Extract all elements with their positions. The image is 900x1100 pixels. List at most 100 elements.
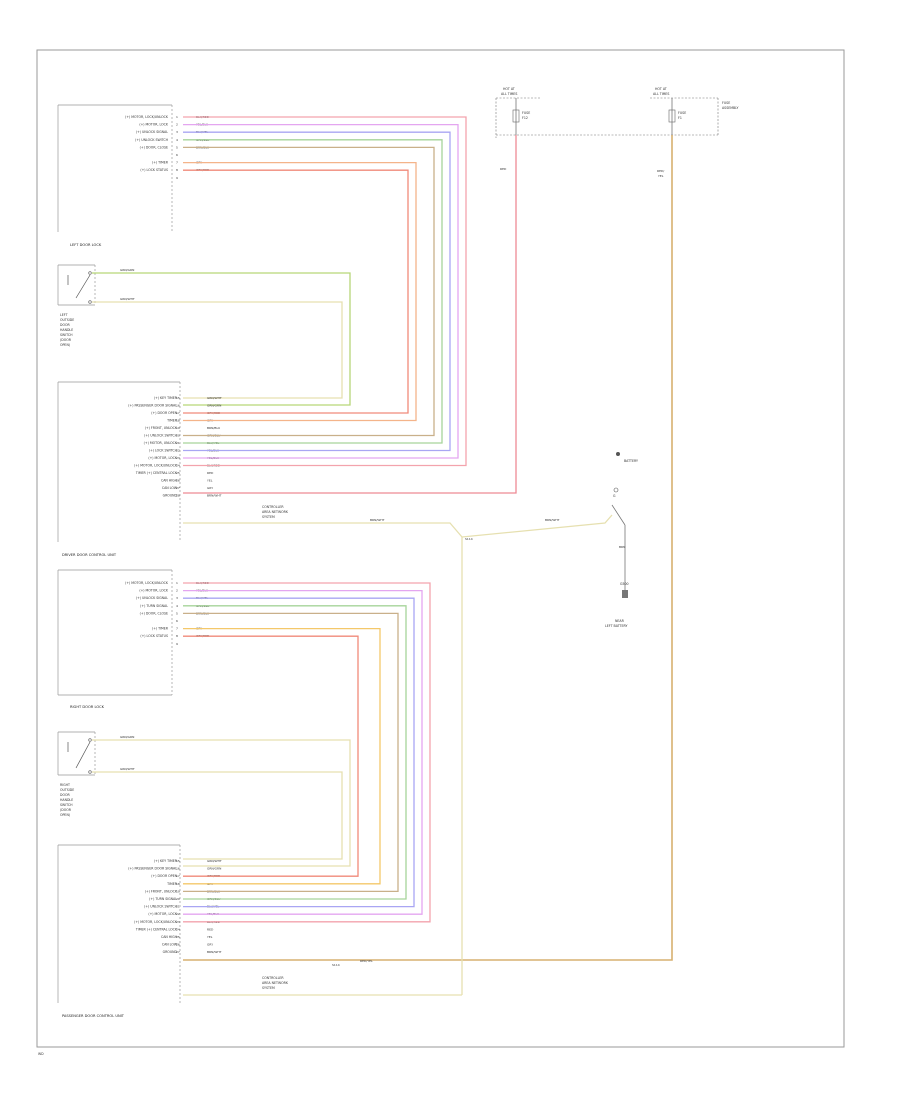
left-switch-label-line: LEFT (60, 313, 68, 317)
driver-unit-pin-number: 28 (176, 494, 180, 498)
right-lock-pin-number: 9 (176, 642, 178, 646)
driver-unit-pin-number: 16 (176, 404, 180, 408)
passenger-unit-pin-number: 24 (176, 927, 180, 931)
right-lock-pin-number: 4 (176, 604, 178, 608)
driver-unit-pin-label: GROUND (163, 494, 178, 498)
driver-unit-pin-number: 17 (176, 411, 180, 415)
driver-unit-pin-number: 21 (176, 441, 180, 445)
passenger-unit-pin-label: GROUND (163, 950, 178, 954)
left-switch-label-line: DOOR (60, 323, 70, 327)
driver-unit-wire-color: YEL (207, 479, 213, 483)
fuse-right-num: F1 (678, 116, 682, 120)
left-lock-pin-number: 6 (176, 153, 178, 157)
right-bus-wire (183, 582, 431, 923)
driver-can-note-1: CONTROLLER (262, 505, 284, 509)
driver-unit-pin-number: 22 (176, 449, 180, 453)
driver-unit-pin-number: 26 (176, 479, 180, 483)
driver-unit-pin-label: (+) DOOR OPEN (151, 411, 177, 415)
left-lock-pin-label: (+) MOTOR, LOCK (139, 123, 169, 127)
left-lock-pin-label: (+) TIMER (152, 161, 169, 165)
right-lock-pin-label: (+) MOTOR, LOCK (139, 589, 169, 593)
left-switch-wire-2-label: GRN/WHT (120, 297, 135, 301)
right-lock-wire-bus (183, 582, 431, 923)
battery-label: BATTERY (624, 459, 638, 463)
driver-unit-wire-color: GRN/GRN (207, 404, 221, 408)
driver-unit-pin-label: (+) KEY TIMER (154, 396, 178, 400)
right-lock-pin-number: 3 (176, 596, 178, 600)
driver-unit-pin-number: 15 (176, 396, 180, 400)
wire-redyel-fuse-right (183, 135, 673, 961)
passenger-unit-title: PASSENGER DOOR CONTROL UNIT (62, 1014, 125, 1018)
passenger-unit-pin-number: 18 (176, 882, 180, 886)
left-bus-wire (183, 169, 409, 414)
driver-splice: S114 (465, 537, 473, 541)
right-bus-wire (183, 605, 407, 900)
driver-unit-wire-color: BRN/BLU (207, 426, 220, 430)
right-bus-wire (183, 627, 381, 885)
driver-unit-pin-label: (+) MOTOR, UNLOCK (144, 441, 178, 445)
right-switch-wire-1 (92, 739, 351, 867)
right-bus-wire (183, 589, 423, 915)
right-bus-wire (183, 612, 399, 893)
driver-unit-pin-number: 20 (176, 434, 180, 438)
passenger-can-note-3: SYSTEM (262, 986, 275, 990)
right-switch-label-line: OUTSIDE (60, 788, 74, 792)
right-lock-pin-label: (+) DOOR, CLOSE (140, 611, 168, 615)
right-switch-label-line: HANDLE (60, 798, 73, 802)
left-lock-pin-number: 8 (176, 168, 178, 172)
passenger-unit-pin-label: TIMER (+) CENTRAL LOCK (135, 927, 178, 931)
right-lock-pin-label: (+) UNLOCK SIGNAL (136, 596, 168, 600)
right-switch-wire-2-label: GRN/WHT (120, 767, 135, 771)
right-bus-wire (183, 635, 359, 877)
right-bus-wire (183, 597, 415, 908)
driver-unit-pin-number: 19 (176, 426, 180, 430)
fuse-right-wire-2: YEL (658, 174, 664, 178)
driver-unit-pin-number: 18 (176, 419, 180, 423)
passenger-unit-pin-label: (+) UNLOCK SWITCH (144, 905, 177, 909)
left-switch-label-line: OPEN) (60, 343, 70, 347)
left-bus-wire (183, 131, 451, 452)
battery-ground-dot (616, 452, 620, 456)
passenger-unit-pin-number: 19 (176, 889, 180, 893)
diagram-frame (36, 49, 845, 1048)
left-lock-pin-number: 1 (176, 115, 178, 119)
driver-unit-pin-label: TIMER (+) CENTRAL LOCK (135, 471, 178, 475)
left-switch-label-line: OUTSIDE (60, 318, 74, 322)
right-lock-pin-label: (+) LOCK STATUS (140, 634, 168, 638)
wire-red-fuse-left (183, 135, 517, 494)
passenger-unit-wire-color: GRY (207, 943, 213, 947)
right-switch-label-line: SWITCH (60, 803, 73, 807)
left-bus-wire (183, 146, 435, 437)
right-switch-label-line: OPEN) (60, 813, 70, 817)
right-lock-pin-number: 6 (176, 619, 178, 623)
driver-unit-pin-label: (+) MOTOR, LOCK (148, 456, 178, 460)
passenger-unit-pin-label: (+) KEY TIMER (154, 859, 178, 863)
passenger-unit-wire-color: RED (207, 927, 214, 931)
left-lock-pin-number: 4 (176, 138, 178, 142)
driver-unit-pin-number: 23 (176, 456, 180, 460)
passenger-power-wire: RED/YEL (360, 959, 373, 963)
fuse-left: HOT AT ALL TIMES FUSE F12 RED (495, 87, 718, 171)
passenger-unit-wire-color: GRN/WHT (207, 859, 222, 863)
driver-unit-title: DRIVER DOOR CONTROL UNIT (62, 553, 117, 557)
left-door-lock-title: LEFT DOOR LOCK (70, 243, 102, 247)
passenger-unit-pin-label: TIMER (166, 882, 178, 886)
right-lock-pin-label: (+) TIMER (152, 627, 169, 631)
ground-label-2: LEFT BATTERY (605, 624, 628, 628)
driver-unit-wire-color: BRN/WHT (207, 494, 222, 498)
driver-unit-pin-label: CAN HIGH (161, 479, 178, 483)
battery-ground: BATTERY G BRN G500 NEAR LEFT BATTERY (605, 452, 638, 628)
driver-ground-wire-label: BRN/WHT (370, 518, 385, 522)
passenger-unit-pin-label: (+) TURN SIGNAL (149, 897, 177, 901)
driver-ground-wire-label-2: BRN/WHT (545, 518, 560, 522)
right-switch-label-line: RIGHT (60, 783, 70, 787)
passenger-splice: S114 (332, 963, 340, 967)
left-lock-pin-label: (+) UNLOCK SIGNAL (136, 130, 168, 134)
